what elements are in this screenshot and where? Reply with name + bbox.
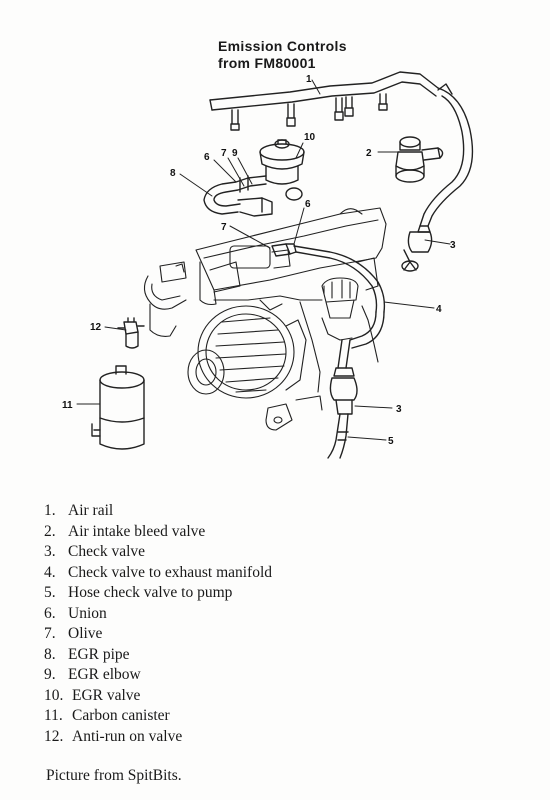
legend-label: Olive [68, 625, 103, 642]
anti-run-valve-drawing [117, 317, 145, 349]
picture-credit: Picture from SpitBits. [46, 767, 182, 784]
legend-number: 2. [44, 522, 56, 540]
legend-item: 10. EGR valve [44, 686, 272, 707]
legend-number: 3. [44, 543, 56, 560]
legend-item: 3. Check valve [44, 542, 272, 563]
legend-number: 4. [44, 563, 56, 581]
legend-item: 5. Hose check valve to pump [44, 583, 272, 604]
leader-lines [76, 79, 451, 441]
union-olive-drawing [271, 243, 386, 349]
legend-label: EGR valve [72, 686, 141, 704]
callout-numbers: 1 2 3 4 3 5 6 6 7 7 9 8 10 11 12 [62, 74, 456, 447]
legend-item: 12. Anti-run on valve [44, 727, 272, 748]
legend-number: 1. [44, 502, 56, 519]
legend-number: 5. [44, 584, 56, 601]
parts-legend: 1. Air rail 2. Air intake bleed valve 3. Ch… [44, 501, 272, 747]
title-line-1: Emission Controls [218, 38, 347, 54]
legend-label: Air intake bleed valve [68, 522, 206, 540]
legend-label: Check valve [68, 543, 146, 560]
callout-6-upper: 6 [204, 152, 210, 163]
callout-2: 2 [366, 148, 372, 159]
callout-3-lower: 3 [396, 404, 402, 415]
legend-item: 7. Olive [44, 624, 272, 645]
diagram-title: Emission Controls from FM80001 [218, 38, 347, 72]
legend-item: 6. Union [44, 604, 272, 625]
engine-drawing [143, 207, 387, 431]
legend-item: 4. Check valve to exhaust manifold [44, 563, 272, 584]
legend-number: 6. [44, 604, 56, 622]
callout-10: 10 [304, 132, 316, 143]
legend-number: 12. [44, 727, 64, 745]
legend-number: 11. [44, 707, 63, 724]
legend-label: Hose check valve to pump [68, 584, 233, 601]
legend-number: 9. [44, 666, 56, 683]
callout-9: 9 [232, 148, 238, 159]
callout-12: 12 [90, 322, 102, 333]
legend-item: 8. EGR pipe [44, 645, 272, 666]
legend-item: 9. EGR elbow [44, 665, 272, 686]
callout-6-lower: 6 [305, 199, 311, 210]
legend-label: Anti-run on valve [72, 727, 183, 745]
callout-11: 11 [62, 400, 73, 411]
check-valve-upper-drawing [401, 225, 433, 272]
legend-label: Carbon canister [72, 707, 170, 724]
callout-1: 1 [306, 74, 312, 85]
legend-item: 1. Air rail [44, 501, 272, 522]
legend-label: EGR elbow [68, 666, 141, 683]
bleed-valve-drawing [395, 136, 444, 183]
egr-valve-drawing [203, 139, 305, 217]
air-rail-drawing [209, 71, 474, 227]
callout-5: 5 [388, 436, 394, 447]
legend-number: 10. [44, 686, 64, 704]
callout-3-upper: 3 [450, 240, 456, 251]
callout-8: 8 [170, 168, 176, 179]
legend-label: Check valve to exhaust manifold [68, 563, 273, 581]
legend-item: 11. Carbon canister [44, 706, 272, 727]
engine-emission-diagram: 1 2 3 4 3 5 6 6 7 7 9 8 10 11 12 [62, 71, 474, 459]
legend-label: Union [68, 604, 107, 622]
title-line-2: from FM80001 [218, 55, 316, 71]
legend-number: 8. [44, 645, 56, 663]
legend-label: EGR pipe [68, 645, 130, 663]
callout-7-upper: 7 [221, 148, 227, 159]
check-valve-lower-drawing [327, 339, 358, 459]
legend-label: Air rail [68, 502, 114, 519]
callout-7-lower: 7 [221, 222, 227, 233]
legend-item: 2. Air intake bleed valve [44, 522, 272, 543]
carbon-canister-drawing [91, 365, 145, 450]
legend-number: 7. [44, 625, 56, 642]
callout-4: 4 [436, 304, 442, 315]
